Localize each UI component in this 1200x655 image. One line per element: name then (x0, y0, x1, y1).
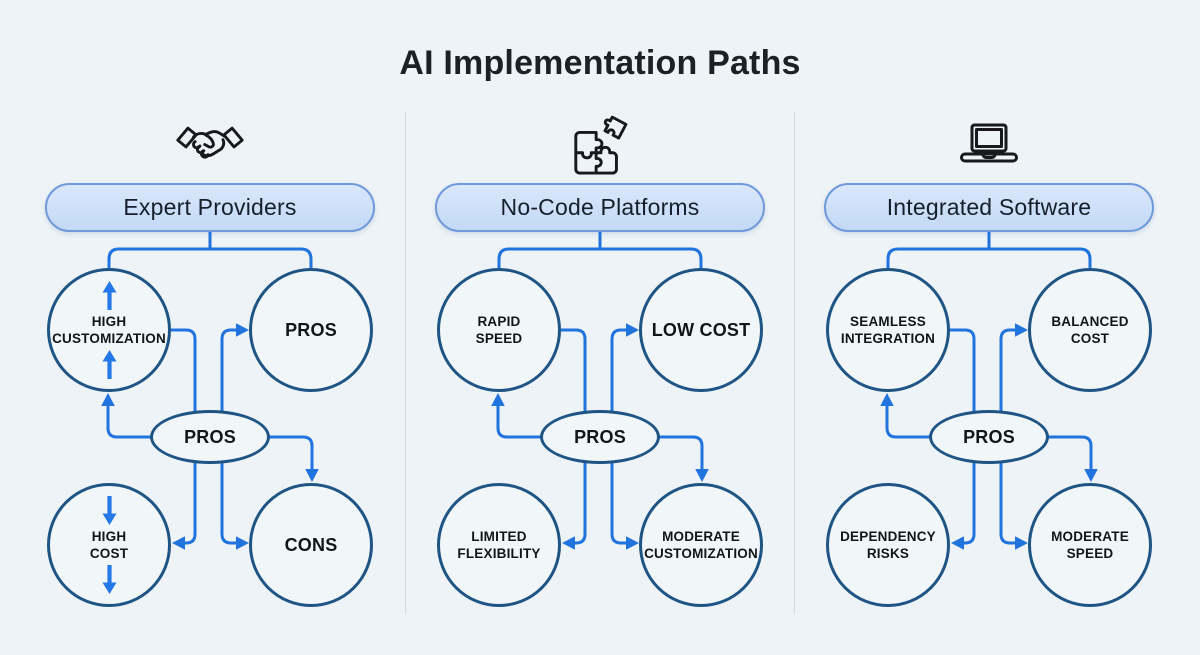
laptop-icon (799, 116, 1179, 174)
node-low-cost: LOW COST (639, 268, 763, 392)
column-header-label: No-Code Platforms (500, 194, 700, 220)
node-pros-oval: PROS (150, 410, 270, 464)
node-pros-oval: PROS (540, 410, 660, 464)
up-arrow-icon (102, 350, 116, 379)
column-divider (794, 112, 795, 614)
node-pros-oval: PROS (929, 410, 1049, 464)
node-cons-circle: CONS (249, 483, 373, 607)
column-header-pill: No-Code Platforms (435, 183, 765, 232)
node-label: PROS (963, 426, 1015, 447)
column-header-pill: Integrated Software (824, 183, 1154, 232)
up-arrow-icon (102, 281, 116, 310)
page-title: AI Implementation Paths (399, 44, 801, 82)
node-label: PROS (184, 426, 236, 447)
node-label: PROS (285, 319, 337, 340)
column-header-pill: Expert Providers (45, 183, 375, 232)
node-label: PROS (574, 426, 626, 447)
handshake-icon (20, 116, 400, 174)
down-arrow-icon (102, 496, 116, 525)
puzzle-icon (410, 115, 790, 175)
column-header-label: Expert Providers (123, 194, 297, 220)
column-divider (405, 112, 406, 614)
node-label: LOW COST (651, 319, 751, 340)
column-header-label: Integrated Software (886, 194, 1092, 220)
node-label: CONS (284, 534, 338, 555)
down-arrow-icon (102, 565, 116, 594)
node-pros-circle: PROS (249, 268, 373, 392)
